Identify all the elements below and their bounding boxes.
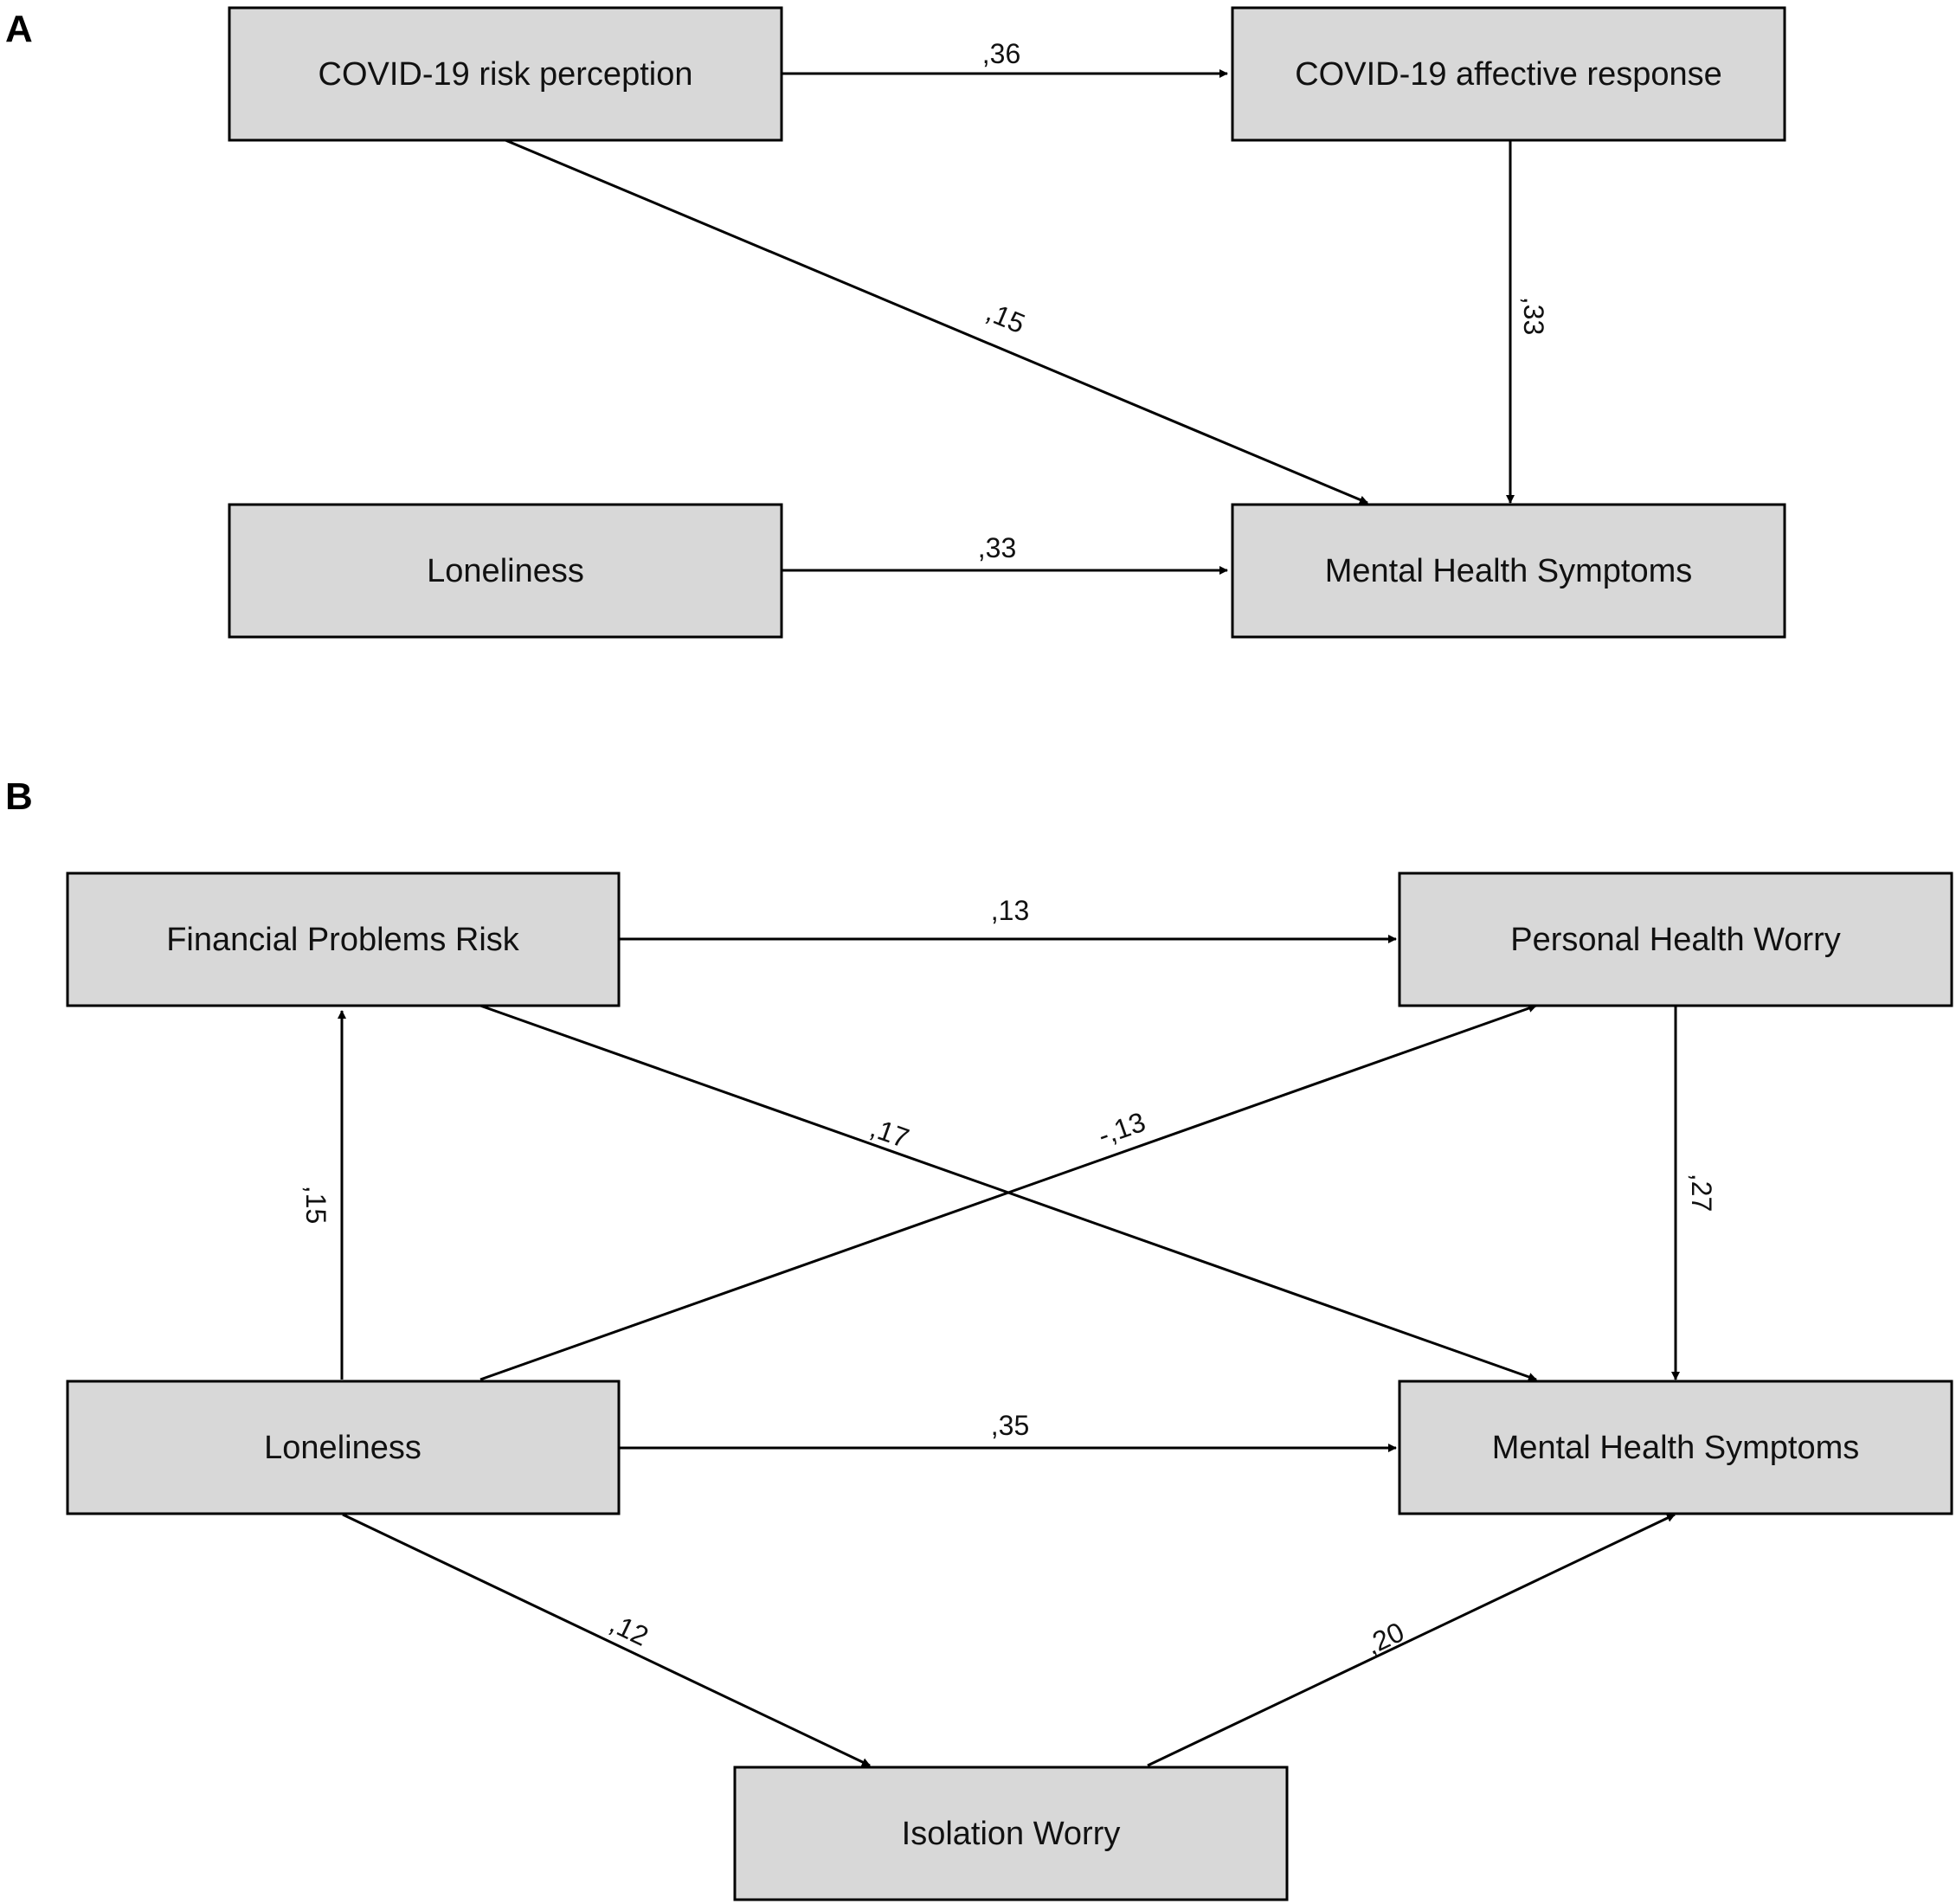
node-mental-health-b-label: Mental Health Symptoms [1492,1430,1860,1466]
node-risk-perception: COVID-19 risk perception [228,6,783,142]
edge-label-isolation-mental: ,20 [1361,1616,1409,1661]
edge-label-financial-personal: ,13 [991,895,1029,926]
edge-label-loneliness-financial: ,15 [300,1186,331,1224]
panel-a-label: A [5,8,33,50]
edge-isolation-to-mental [1147,1513,1676,1767]
edge-label-loneliness-mental-b: ,35 [991,1410,1029,1441]
edge-label-risk-affective: ,36 [982,38,1020,69]
edge-label-affective-mental: ,33 [1518,297,1549,335]
node-isolation-worry-label: Isolation Worry [902,1816,1121,1852]
edge-label-loneliness-mental-a: ,33 [978,532,1016,563]
node-personal-health: Personal Health Worry [1398,872,1953,1007]
panel-b-label: B [5,775,33,818]
node-loneliness-b: Loneliness [66,1380,621,1515]
node-risk-perception-label: COVID-19 risk perception [318,56,693,93]
node-loneliness-a-label: Loneliness [427,553,584,589]
node-affective-response-label: COVID-19 affective response [1295,56,1722,93]
node-isolation-worry: Isolation Worry [733,1766,1289,1901]
node-financial-problems: Financial Problems Risk [66,872,621,1007]
node-mental-health-a: Mental Health Symptoms [1231,503,1786,639]
node-personal-health-label: Personal Health Worry [1510,922,1841,958]
edge-label-loneliness-isolation: ,12 [605,1607,653,1652]
node-financial-problems-label: Financial Problems Risk [166,922,520,958]
edge-risk-to-mental [505,138,1368,505]
node-loneliness-a: Loneliness [228,503,783,639]
node-affective-response: COVID-19 affective response [1231,6,1786,142]
node-mental-health-a-label: Mental Health Symptoms [1325,553,1693,589]
node-mental-health-b: Mental Health Symptoms [1398,1380,1953,1515]
edge-loneliness-to-isolation [342,1513,871,1767]
edge-label-financial-mental: ,17 [866,1112,913,1155]
node-loneliness-b-label: Loneliness [264,1430,421,1466]
edge-label-risk-mental: ,15 [982,296,1030,339]
edge-label-personal-mental: ,27 [1686,1174,1717,1212]
edge-loneliness-to-personal [479,1004,1537,1381]
